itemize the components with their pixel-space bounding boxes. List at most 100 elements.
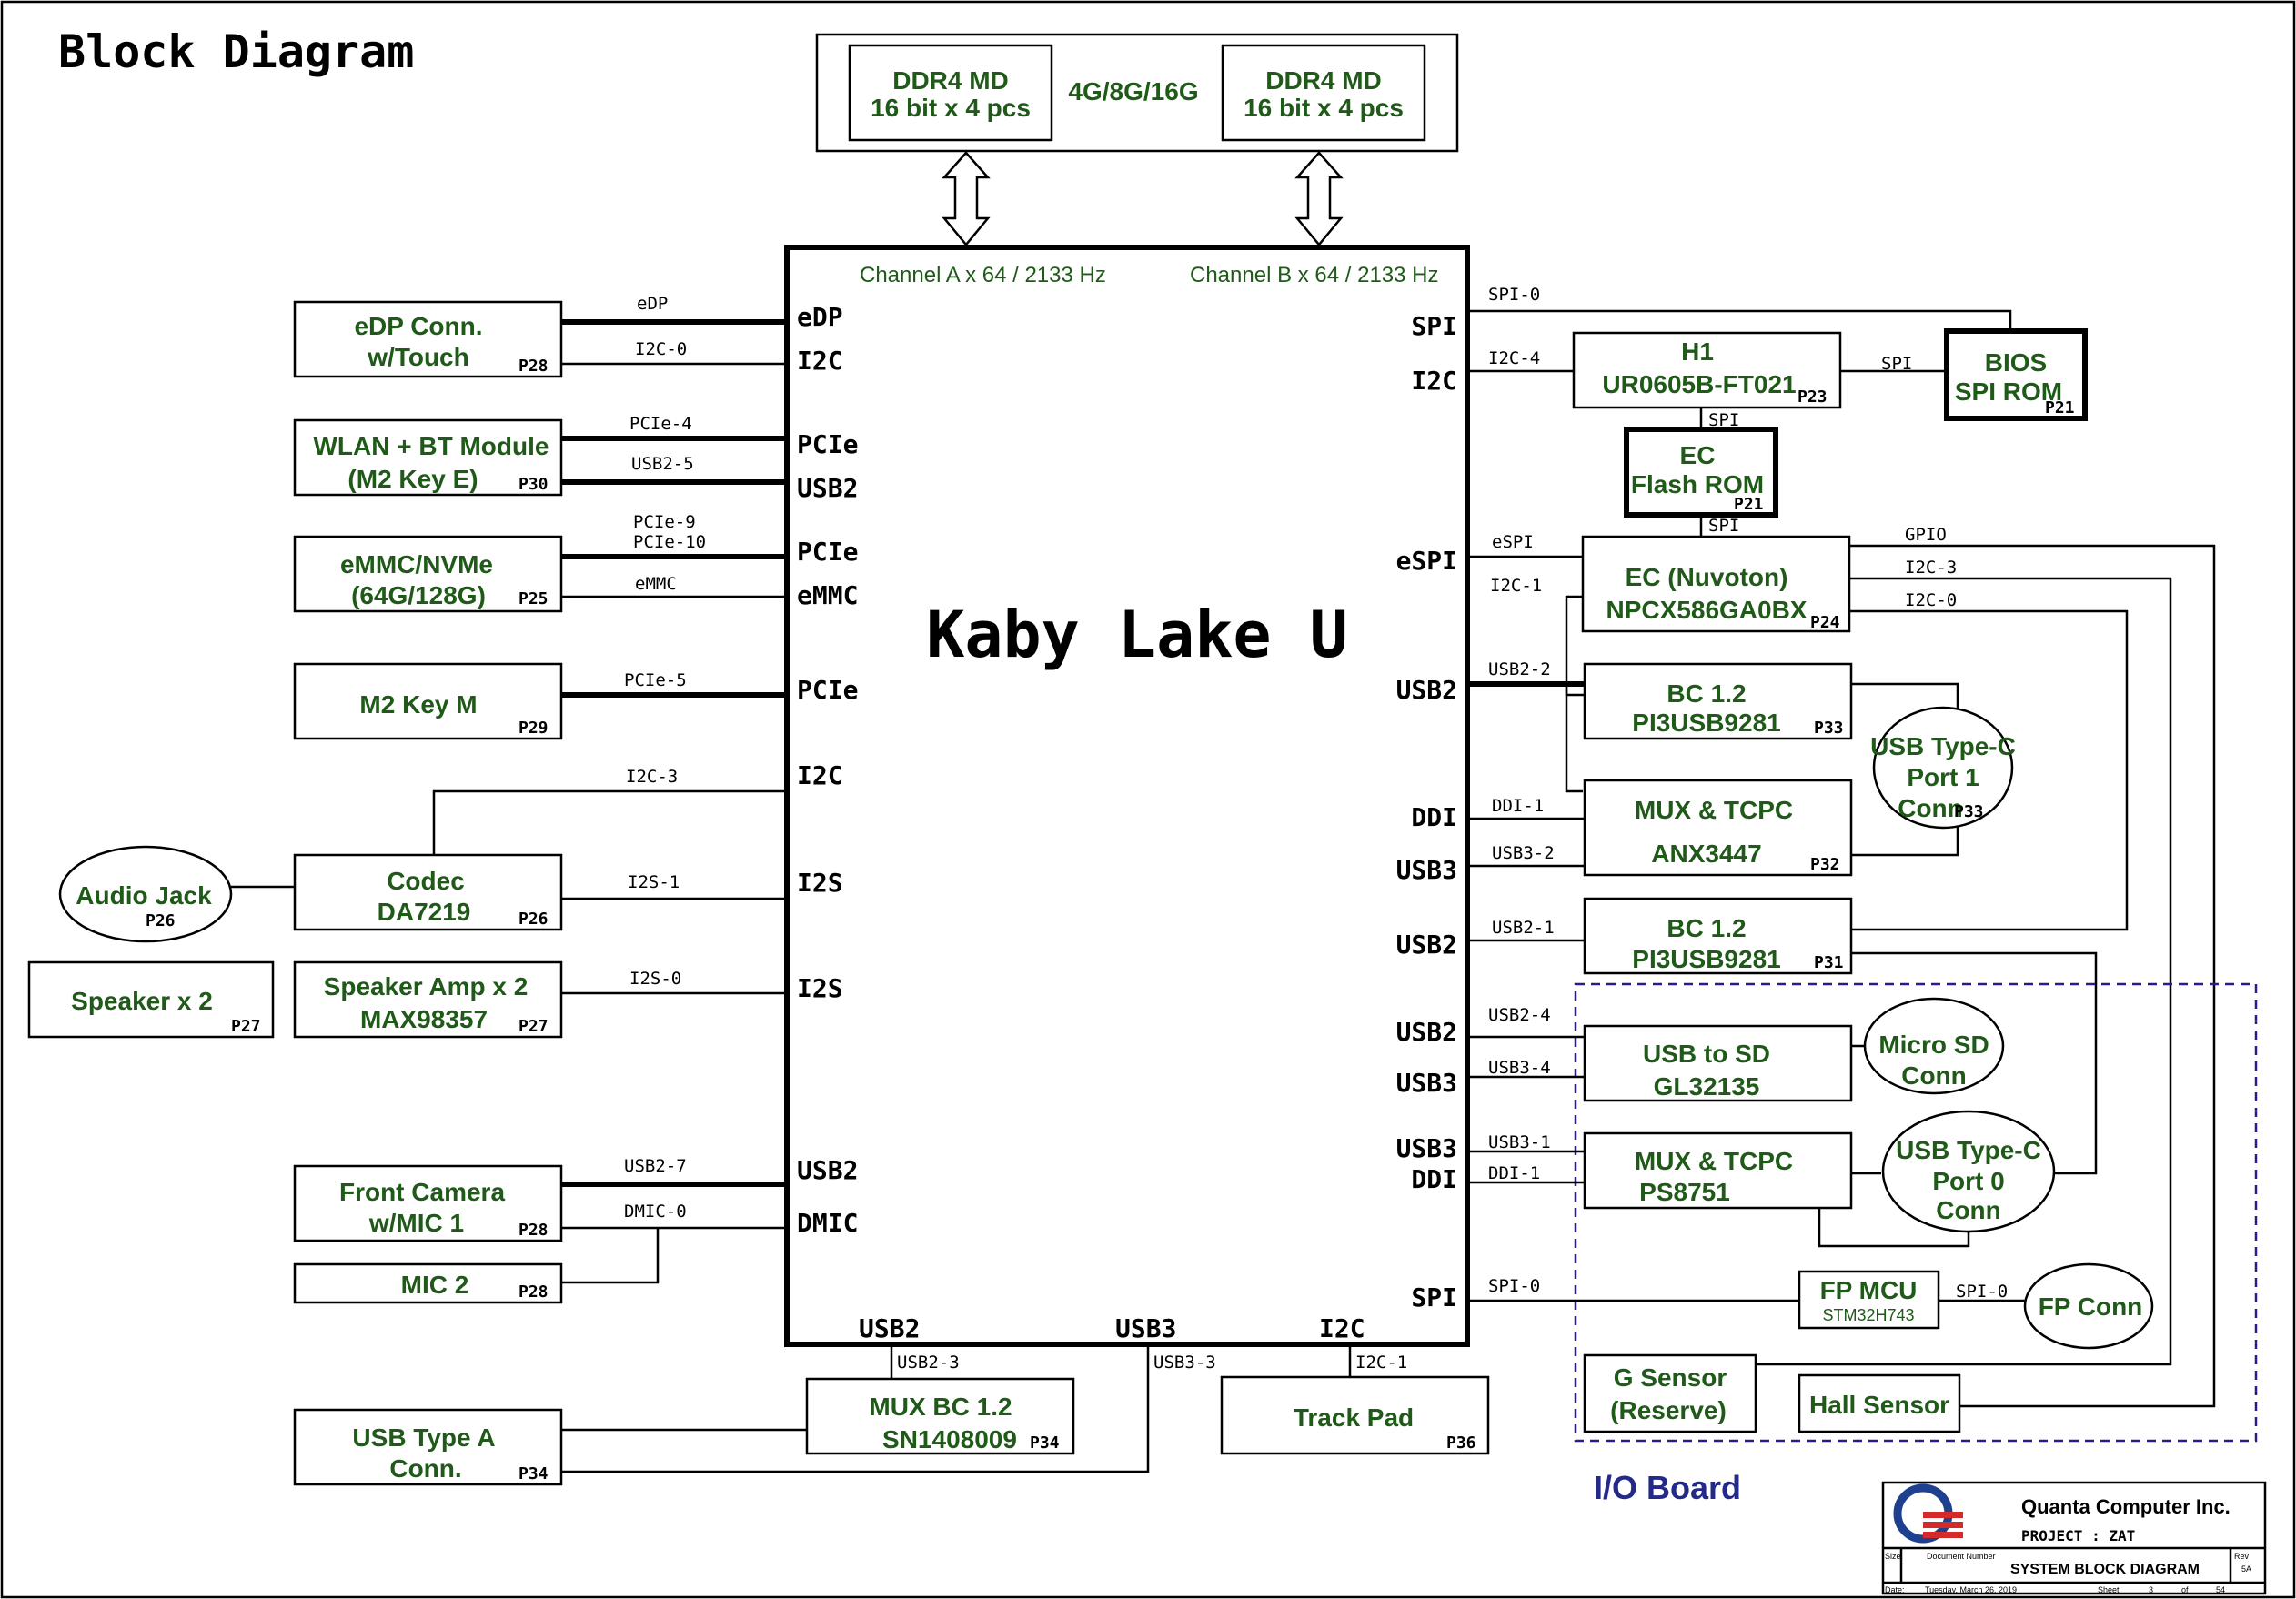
wlan-line2: (M2 Key E) [347,465,478,493]
signal-pcie-4: PCIe-4 [629,414,692,434]
ddr4-left-box [848,44,1053,142]
ddr4-right-line2: 16 bit x 4 pcs [1244,94,1404,122]
codec-block [293,853,563,931]
type-c-p0-line2: Port 0 [1932,1167,2004,1195]
emmc-line1: eMMC/NVMe [340,550,493,578]
of-label: of [2181,1585,2189,1594]
speaker-block [27,960,275,1039]
signal-usb2-4: USB2-4 [1488,1005,1551,1025]
company-name: Quanta Computer Inc. [2021,1495,2231,1518]
io-board-label: I/O Board [1594,1469,1741,1506]
soc-port-usb3: USB3 [1396,1068,1457,1098]
m2-key-m-page: P29 [519,719,549,738]
soc-port-bottom-usb2: USB2 [859,1313,920,1343]
diagram-title: Block Diagram [58,25,414,78]
bc12-p31-line2: PI3USB9281 [1632,945,1780,973]
soc-port-bottom-i2c: I2C [1319,1313,1365,1343]
project-name: PROJECT : ZAT [2021,1527,2135,1544]
channel-a-label: Channel A x 64 / 2133 Hz [860,263,1106,287]
ec-nuvoton-block [1581,535,1851,633]
signal-spi-0-top: SPI-0 [1488,285,1540,305]
usb-sd-line1: USB to SD [1643,1040,1770,1068]
wlan-page: P30 [519,475,549,494]
edp-conn-line1: eDP Conn. [354,312,482,340]
soc-port-i2c: I2C [1411,366,1457,396]
m2-key-m-block [293,662,563,740]
signal-i2c-0: I2C-0 [635,339,687,359]
signal-pcie-9: PCIe-9 [633,512,696,532]
signal-usb2-5: USB2-5 [631,454,694,474]
signal-usb3-1: USB3-1 [1488,1132,1551,1152]
codec-line2: DA7219 [378,898,471,926]
mux-anx-page: P32 [1810,855,1840,874]
channel-b-arrow [1294,151,1344,246]
fp-mcu-line1: FP MCU [1820,1276,1918,1304]
channel-a-arrow [942,151,991,246]
ec-flash-line2: Flash ROM [1631,470,1764,498]
edp-conn-block [293,300,563,378]
rev-label: Rev [2234,1552,2250,1561]
fp-conn-label: FP Conn [2039,1292,2143,1321]
signal-i2c-1: I2C-1 [1490,576,1542,596]
sheet-number: 3 [2149,1585,2153,1594]
signal-spi-h1-ec: SPI [1708,410,1739,430]
ec-flash-line1: EC [1680,441,1716,469]
usb-type-a-page: P34 [519,1464,549,1483]
ddr4-right-box [1221,44,1426,142]
mux-bc-line2: SN1408009 [882,1425,1017,1453]
usb-type-a-line2: Conn. [389,1454,461,1483]
soc-port-usb2: USB2 [797,1155,858,1185]
mux-bc-block [805,1377,1075,1455]
speaker-label: Speaker x 2 [71,987,213,1015]
speaker-amp-page: P27 [519,1017,549,1036]
bios-block [1944,328,2088,421]
mux-tcpc-ps-block [1583,1131,1853,1210]
ec-line1: EC (Nuvoton) [1626,563,1788,591]
soc-port-edp: eDP [797,302,843,332]
signal-dmic-0: DMIC-0 [624,1202,687,1222]
speaker-amp-line1: Speaker Amp x 2 [324,972,529,1001]
signal-gpio: GPIO [1905,525,1947,545]
soc-port-spi: SPI [1411,311,1457,341]
mux-bc-page: P34 [1030,1433,1060,1453]
signal-i2c-0-ec: I2C-0 [1905,590,1957,610]
signal-usb2-2: USB2-2 [1488,659,1551,679]
soc-port-emmc: eMMC [797,580,858,610]
soc-port-dmic: DMIC [797,1208,858,1238]
g-sensor-line1: G Sensor [1614,1363,1727,1392]
micro-sd-line1: Micro SD [1878,1031,1989,1059]
signal-usb3-2: USB3-2 [1492,843,1555,863]
mux-ps-line1: MUX & TCPC [1635,1147,1793,1175]
ec-flash-page: P21 [1734,495,1764,514]
soc-port-i2s: I2S [797,973,843,1003]
front-camera-page: P28 [519,1221,549,1240]
g-sensor-line2: (Reserve) [1610,1396,1727,1424]
bc12-p33-line2: PI3USB9281 [1632,709,1780,737]
quanta-logo-icon [1893,1483,1963,1544]
signal-spi-h1-bios: SPI [1881,354,1912,374]
signal-i2c-4: I2C-4 [1488,348,1540,368]
edp-conn-line2: w/Touch [367,343,468,371]
h1-line2: UR0605B-FT021 [1602,370,1796,398]
micro-sd-conn [1863,997,2005,1095]
docnum-label: Document Number [1927,1552,1996,1561]
h1-page: P23 [1798,387,1828,407]
signal-usb2-1: USB2-1 [1492,918,1555,938]
audio-jack [58,845,233,943]
fp-mcu-block [1798,1270,1940,1330]
ddr4-left-line2: 16 bit x 4 pcs [871,94,1031,122]
soc-port-i2c: I2C [797,760,843,790]
signal-espi: eSPI [1492,532,1534,552]
speaker-page: P27 [231,1017,261,1036]
soc-port-usb2: USB2 [797,473,858,503]
mux-ps-line2: PS8751 [1639,1178,1730,1206]
type-c-p1-line1: USB Type-C [1870,732,2016,760]
ddr4-right-line1: DDR4 MD [1265,66,1382,95]
mux-tcpc-anx-block [1583,779,1853,877]
soc-port-i2s: I2S [797,868,843,898]
signal-edp: eDP [637,294,668,314]
mic2-block [293,1262,563,1304]
sheet-total: 54 [2216,1585,2225,1594]
soc-port-bottom-usb3: USB3 [1115,1313,1176,1343]
